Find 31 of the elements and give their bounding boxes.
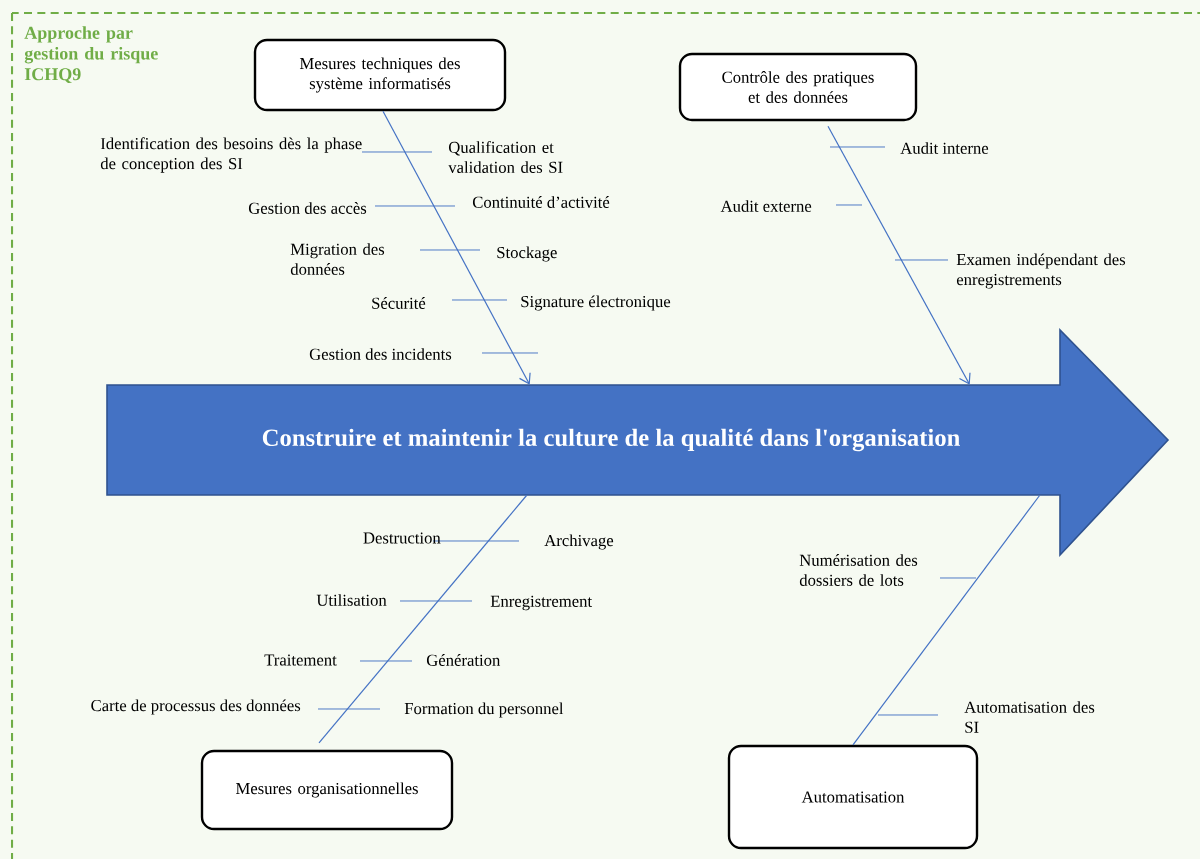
category-box: Contrôle des pratiques et des données: [678, 52, 918, 122]
branch-label: Qualification et validation des SI: [448, 141, 563, 173]
branch-label: Carte de processus des données: [91, 699, 301, 715]
branch-label: Enregistrement: [490, 595, 592, 611]
branch-label: Automatisation des SI: [964, 701, 1095, 733]
branch-label: Migration des données: [290, 243, 385, 275]
category-box: Mesures organisationnelles: [200, 749, 454, 831]
bone-line: [382, 110, 531, 385]
branch-label: Génération: [426, 654, 501, 666]
branch-label: Archivage: [544, 534, 614, 550]
branch-label: Destruction: [363, 532, 441, 544]
category-box: Mesures techniques des système informatisés: [253, 38, 507, 112]
branch-label: Signature électronique: [521, 295, 671, 311]
branch-label: Audit interne: [900, 142, 989, 154]
branch-label: Gestion des accès: [248, 202, 367, 214]
branch-label: Traitement: [264, 654, 337, 666]
branch-label: Gestion des incidents: [309, 348, 452, 360]
branch-label: Stockage: [497, 246, 557, 262]
bone-line: [852, 494, 1041, 746]
branch-label: Numérisation des dossiers de lots: [799, 554, 918, 586]
bone-line: [318, 494, 528, 744]
branch-label: Identification des besoins dès la phase de conception des SI: [100, 137, 362, 173]
branch-label: Audit externe: [720, 200, 812, 212]
category-box: Automatisation: [727, 744, 979, 850]
branch-label: Formation du personnel: [404, 702, 564, 718]
bone-line: [827, 125, 971, 385]
branch-label: Utilisation: [316, 594, 387, 606]
branch-label: Examen indépendant des enregistrements: [956, 253, 1126, 289]
corner-note: Approche par gestion du risque ICHQ9: [24, 26, 158, 83]
branch-label: Continuité d’activité: [472, 196, 610, 208]
branch-label: Sécurité: [372, 297, 426, 309]
